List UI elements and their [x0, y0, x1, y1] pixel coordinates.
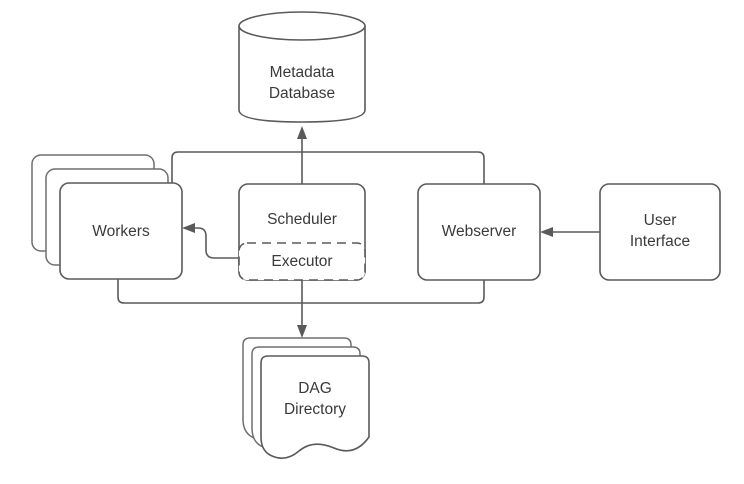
workers-label: Workers [92, 223, 150, 240]
connector-workers-webserver-bottom-bus [117, 268, 485, 304]
arrowhead-dag-directory [297, 325, 307, 338]
connector-executor-to-workers [190, 227, 238, 259]
user-interface-box [599, 183, 721, 281]
user-interface-label-line2: Interface [630, 233, 690, 250]
node-scheduler[interactable]: Scheduler Executor [238, 183, 366, 281]
executor-label: Executor [271, 253, 332, 270]
node-webserver[interactable]: Webserver [417, 183, 541, 281]
metadata-database-label-line2: Database [269, 85, 335, 102]
node-metadata-database[interactable]: Metadata Database [238, 11, 366, 123]
node-dag-directory[interactable]: DAG Directory [242, 337, 370, 459]
dag-directory-label-line1: DAG [298, 380, 332, 397]
node-executor[interactable]: Executor [238, 242, 366, 281]
arrowhead-webserver [540, 227, 553, 237]
arrowhead-workers [182, 223, 195, 233]
arrowhead-metadata-database [297, 126, 307, 139]
metadata-database-label-line1: Metadata [270, 64, 335, 81]
connector-layer [117, 126, 600, 338]
scheduler-label: Scheduler [267, 211, 337, 228]
dag-directory-label-line2: Directory [284, 401, 346, 418]
node-workers[interactable]: Workers [31, 154, 183, 280]
webserver-box [417, 183, 541, 281]
node-user-interface[interactable]: User Interface [599, 183, 721, 281]
webserver-label: Webserver [442, 223, 517, 240]
connector-workers-webserver-top-bus [171, 151, 485, 196]
dag-directory-stack-layer-1 [260, 355, 370, 459]
metadata-database-cylinder-top [238, 11, 366, 41]
metadata-database-cylinder-body [238, 25, 366, 123]
workers-stack-layer-1 [59, 182, 183, 280]
executor-box [238, 242, 366, 281]
user-interface-label-line1: User [644, 212, 677, 229]
